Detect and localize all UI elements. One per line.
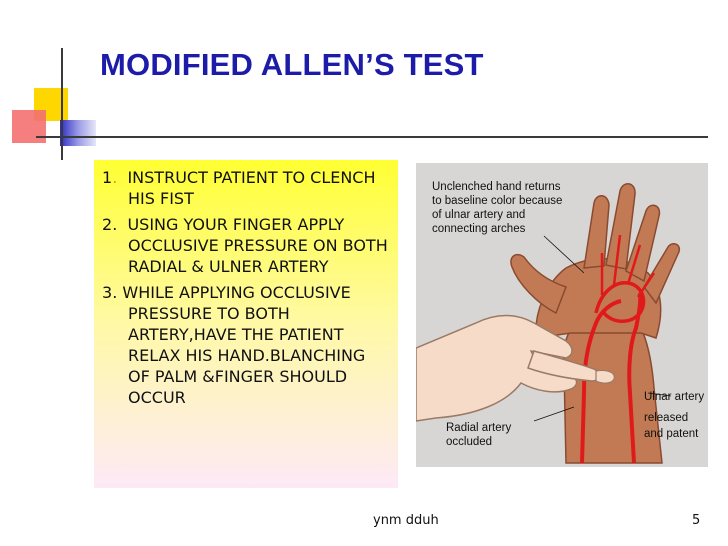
deco-vertical-line bbox=[61, 48, 63, 160]
step-text: WHILE APPLYING OCCLUSIVE PRESSURE TO BOT… bbox=[122, 283, 366, 407]
caption-right-line: released bbox=[644, 412, 688, 424]
steps-list: 1. INSTRUCT PATIENT TO CLENCH HIS FIST 2… bbox=[102, 167, 390, 408]
slide-title: MODIFIED ALLEN’S TEST bbox=[100, 47, 484, 82]
deco-horizontal-line bbox=[36, 136, 708, 138]
hand-illustration: Unclenched hand returns to baseline colo… bbox=[416, 181, 704, 464]
step-item: 1. INSTRUCT PATIENT TO CLENCH HIS FIST bbox=[102, 167, 390, 209]
callout-line bbox=[533, 406, 575, 422]
caption-top-line: of ulnar artery and bbox=[432, 209, 525, 221]
allen-test-illustration: Unclenched hand returns to baseline colo… bbox=[416, 163, 708, 467]
callout-line bbox=[647, 392, 672, 397]
caption-top-line: connecting arches bbox=[432, 223, 526, 235]
step-number: 1 bbox=[102, 168, 113, 187]
callout-line bbox=[543, 235, 585, 274]
steps-panel: 1. INSTRUCT PATIENT TO CLENCH HIS FIST 2… bbox=[94, 160, 398, 488]
caption-top-line: to baseline color because bbox=[432, 195, 562, 207]
step-text: INSTRUCT PATIENT TO CLENCH HIS FIST bbox=[127, 168, 376, 208]
step-item: 2. USING YOUR FINGER APPLY OCCLUSIVE PRE… bbox=[102, 214, 390, 277]
step-separator: . bbox=[112, 283, 118, 302]
caption-top-line: Unclenched hand returns bbox=[432, 181, 561, 193]
caption-left-line: occluded bbox=[446, 436, 492, 448]
digital-artery bbox=[612, 234, 622, 286]
deco-blue-square bbox=[60, 120, 96, 146]
step-item: 3. WHILE APPLYING OCCLUSIVE PRESSURE TO … bbox=[102, 282, 390, 408]
deco-red-square bbox=[12, 110, 46, 143]
step-text: USING YOUR FINGER APPLY OCCLUSIVE PRESSU… bbox=[127, 215, 388, 276]
digital-artery bbox=[626, 244, 642, 285]
step-separator: . bbox=[112, 215, 118, 234]
caption-right-line: Ulnar artery bbox=[644, 391, 704, 403]
footer-page-number: 5 bbox=[692, 513, 701, 528]
step-number: 3 bbox=[102, 283, 113, 302]
finger-middle bbox=[605, 183, 636, 270]
finger-little bbox=[643, 243, 680, 305]
caption-left-line: Radial artery bbox=[446, 422, 511, 434]
palmar-arch bbox=[594, 281, 646, 323]
step-number: 2 bbox=[102, 215, 113, 234]
digital-artery bbox=[636, 272, 656, 298]
thumb bbox=[510, 253, 567, 315]
ulnar-artery bbox=[627, 292, 643, 464]
examiner-finger bbox=[595, 369, 615, 384]
footer-author: ynm dduh bbox=[373, 513, 439, 528]
step-separator: . bbox=[112, 168, 118, 187]
finger-index bbox=[583, 195, 610, 269]
caption-right-line: and patent bbox=[644, 428, 699, 440]
